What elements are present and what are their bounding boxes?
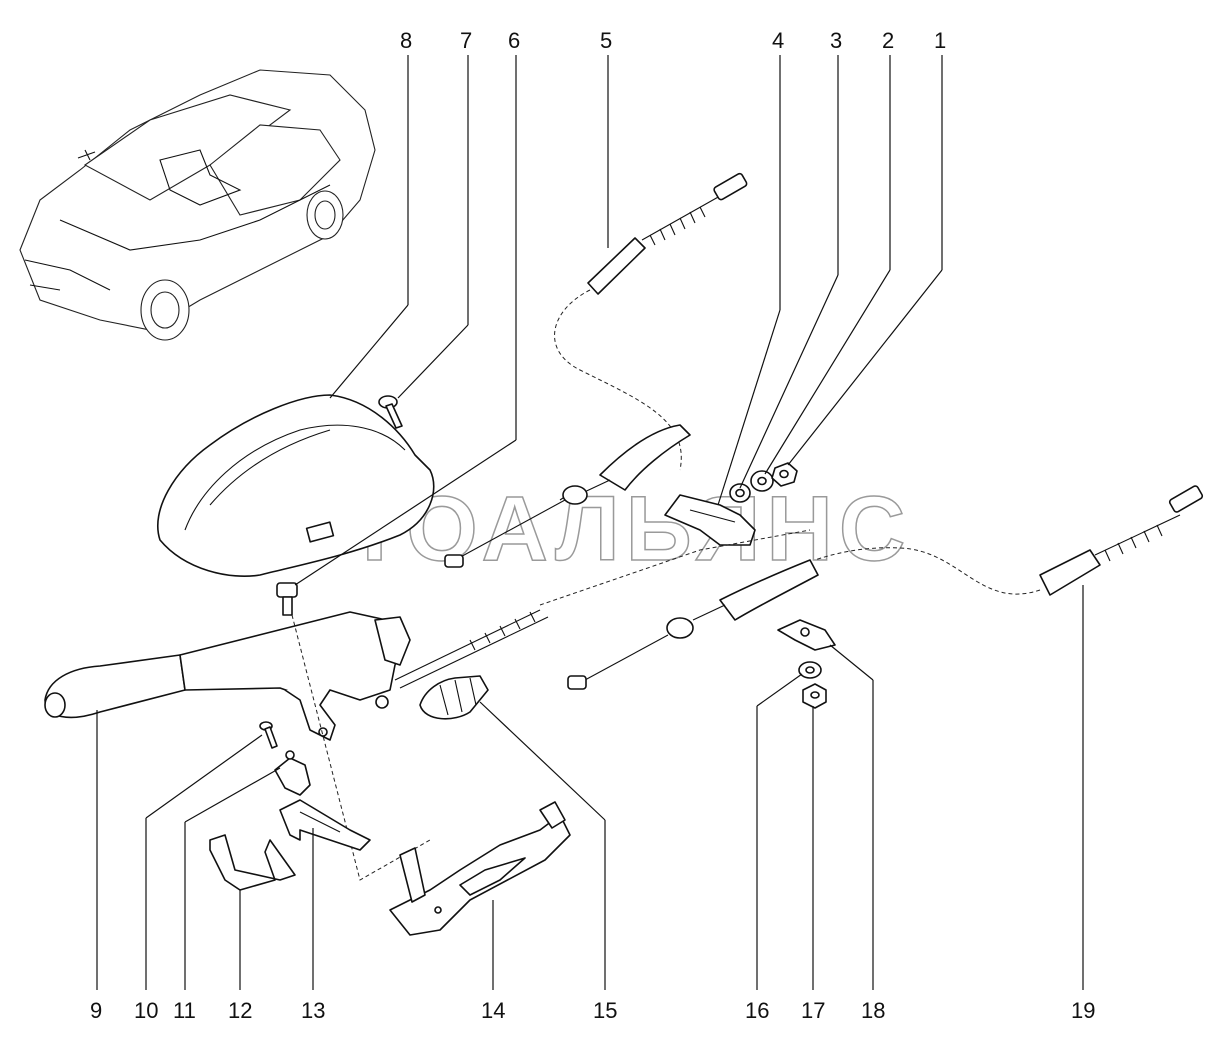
callout-3: 3 <box>830 28 842 53</box>
bracket-part-13 <box>279 799 371 851</box>
callout-9: 9 <box>90 998 102 1023</box>
boot-part-15 <box>419 675 489 720</box>
bracket-part-12 <box>209 834 296 891</box>
callout-17: 17 <box>801 998 825 1023</box>
clip-part-18 <box>777 619 836 651</box>
callout-5: 5 <box>600 28 612 53</box>
callout-16: 16 <box>745 998 769 1023</box>
callout-10: 10 <box>134 998 158 1023</box>
callout-7: 7 <box>460 28 472 53</box>
screw-part-7 <box>378 395 403 429</box>
callout-19: 19 <box>1071 998 1095 1023</box>
nut-part-17 <box>802 683 827 709</box>
callout-14: 14 <box>481 998 505 1023</box>
callout-2: 2 <box>882 28 894 53</box>
washers-nuts-parts-1-3 <box>729 462 798 503</box>
callout-11: 11 <box>173 998 196 1023</box>
callout-1: 1 <box>934 28 946 53</box>
lower-cable-part-19 <box>539 485 1204 690</box>
callout-labels: 8 7 6 5 4 3 2 1 9 10 11 12 13 14 15 16 1… <box>90 28 1095 1023</box>
equalizer-part-4 <box>664 494 756 546</box>
console-cover-part-8 <box>157 394 435 578</box>
upper-cable-part-5 <box>444 172 748 568</box>
bolt-part-6 <box>276 582 298 616</box>
callout-4: 4 <box>772 28 784 53</box>
callout-15: 15 <box>593 998 617 1023</box>
switch-part-11 <box>274 750 311 796</box>
washer-part-16 <box>798 661 822 679</box>
callout-18: 18 <box>861 998 885 1023</box>
screw-part-10 <box>259 721 278 749</box>
leader-lines <box>96 55 1084 990</box>
car-overview-illustration <box>19 69 376 341</box>
callout-8: 8 <box>400 28 412 53</box>
callout-6: 6 <box>508 28 520 53</box>
callout-13: 13 <box>301 998 325 1023</box>
lever-part-9 <box>44 609 549 881</box>
callout-12: 12 <box>228 998 252 1023</box>
mounting-plate-part-14 <box>389 801 571 936</box>
